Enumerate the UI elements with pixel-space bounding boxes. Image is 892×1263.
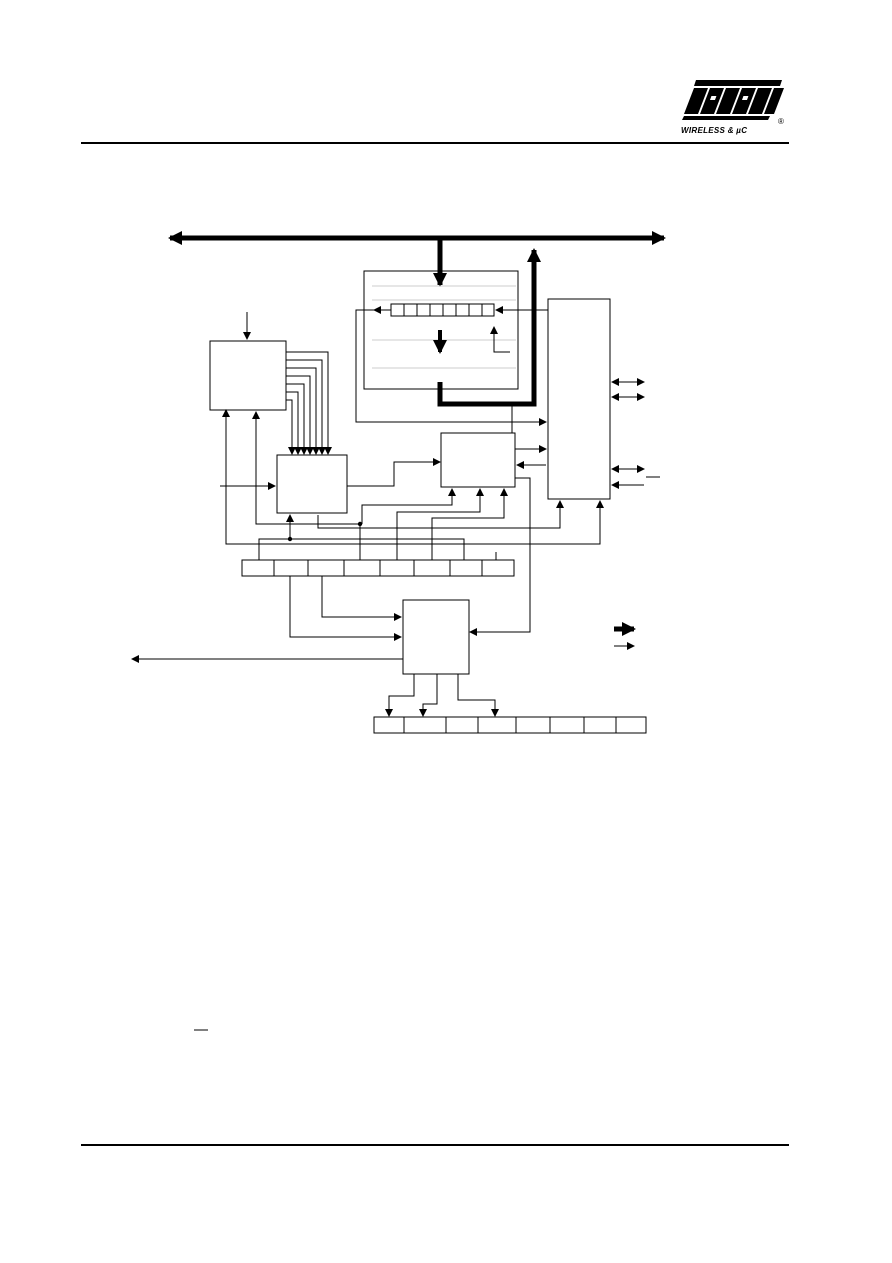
counter-block (440, 432, 516, 488)
status-register (373, 716, 647, 734)
atmel-logo: ® (682, 80, 784, 126)
bus-return-path (437, 248, 541, 407)
control-register (241, 559, 515, 577)
control-logic-block (547, 298, 611, 500)
footer-rule (81, 1144, 789, 1146)
registered-mark: ® (778, 117, 784, 126)
register-block (363, 270, 519, 390)
prescaler-block (209, 340, 287, 411)
compare-block (402, 599, 470, 675)
clock-select-mux (276, 454, 348, 514)
header-rule (81, 142, 789, 144)
tagline: WIRELESS & µC (681, 126, 748, 135)
